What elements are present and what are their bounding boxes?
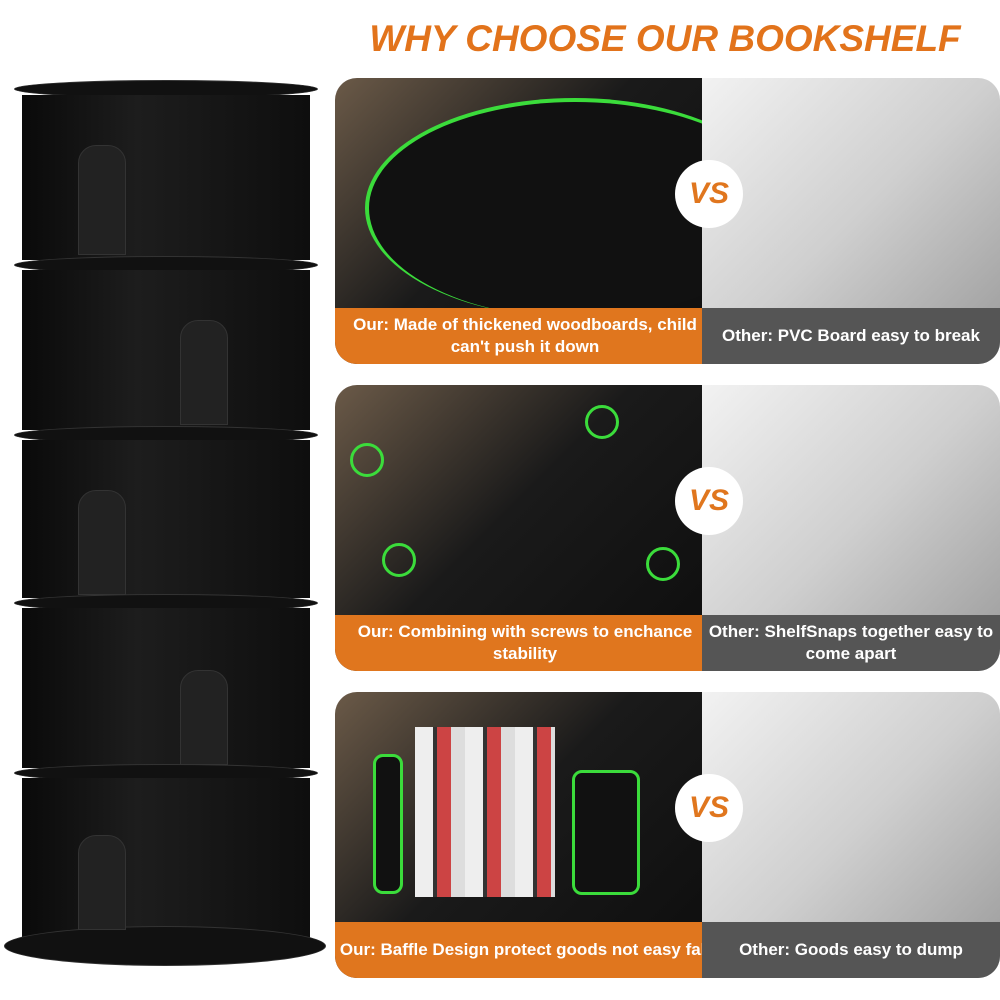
shelf-tier	[22, 95, 310, 260]
baffle	[78, 145, 126, 255]
shelf-base	[4, 926, 326, 966]
baffle	[78, 490, 126, 595]
baffle	[78, 835, 126, 930]
rotating-bookshelf-image	[0, 70, 330, 980]
vs-badge: VS	[675, 467, 743, 535]
our-caption: Our: Combining with screws to enchance s…	[335, 615, 715, 671]
baffle	[180, 320, 228, 425]
other-snap-photo: Other: ShelfSnaps together easy to come …	[702, 385, 1000, 671]
our-screws-photo: Our: Combining with screws to enchance s…	[335, 385, 715, 671]
our-caption: Our: Made of thickened woodboards, child…	[335, 308, 715, 364]
comparison-row-1: Our: Made of thickened woodboards, child…	[335, 78, 1000, 364]
shelf-tier	[22, 778, 310, 938]
baffle	[180, 670, 228, 765]
comparison-row-2: Our: Combining with screws to enchance s…	[335, 385, 1000, 671]
shelf-tier	[22, 270, 310, 430]
other-caption: Other: PVC Board easy to break	[702, 308, 1000, 364]
other-shelf-photo: Other: Goods easy to dump	[702, 692, 1000, 978]
comparison-row-3: Our: Baffle Design protect goods not eas…	[335, 692, 1000, 978]
vs-badge: VS	[675, 774, 743, 842]
other-caption: Other: ShelfSnaps together easy to come …	[702, 615, 1000, 671]
shelf-tier	[22, 440, 310, 598]
our-baffle-photo: Our: Baffle Design protect goods not eas…	[335, 692, 715, 978]
shelf-tier	[22, 608, 310, 768]
page-title: WHY CHOOSE OUR BOOKSHELF	[369, 18, 961, 59]
other-board-photo: Other: PVC Board easy to break	[702, 78, 1000, 364]
our-board-photo: Our: Made of thickened woodboards, child…	[335, 78, 715, 364]
our-caption: Our: Baffle Design protect goods not eas…	[335, 922, 715, 978]
other-caption: Other: Goods easy to dump	[702, 922, 1000, 978]
vs-badge: VS	[675, 160, 743, 228]
